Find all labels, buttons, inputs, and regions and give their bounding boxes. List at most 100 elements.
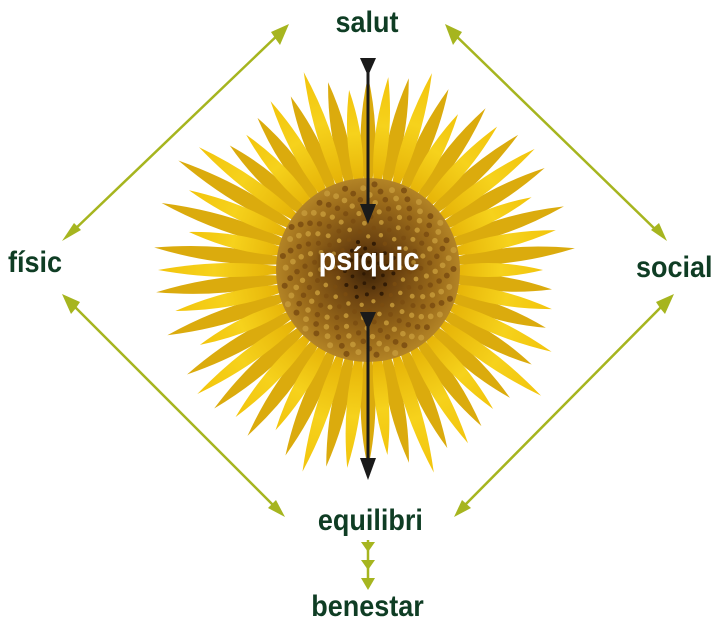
sunflower-seed bbox=[287, 275, 293, 281]
sunflower-seed bbox=[287, 236, 293, 242]
sunflower-seed bbox=[415, 324, 421, 330]
sunflower-seed bbox=[384, 346, 390, 352]
sunflower-seed bbox=[386, 206, 391, 211]
sunflower-seed bbox=[417, 218, 423, 224]
sunflower-seed bbox=[363, 281, 367, 285]
sunflower-seed bbox=[424, 324, 430, 330]
sunflower-seed bbox=[328, 305, 333, 310]
sunflower-seed bbox=[336, 229, 341, 234]
sunflower-seed bbox=[323, 283, 328, 288]
sunflower-seed bbox=[344, 283, 348, 287]
sunflower-seed bbox=[430, 292, 436, 298]
sunflower-seed bbox=[377, 209, 382, 214]
sunflower-seed bbox=[387, 228, 392, 233]
sunflower-seed bbox=[446, 284, 452, 290]
sunflower-seed bbox=[315, 312, 320, 317]
sunflower-seed bbox=[424, 232, 429, 237]
sunflower-seed bbox=[397, 318, 402, 323]
sunflower-seed bbox=[418, 335, 424, 341]
sunflower-seed bbox=[280, 253, 286, 259]
sunflower-seed bbox=[294, 310, 300, 316]
sunflower-seed bbox=[444, 273, 450, 279]
sunflower-seed bbox=[373, 352, 379, 358]
sunflower-seed bbox=[355, 295, 359, 299]
sunflower-seed bbox=[398, 291, 403, 296]
label-social: social bbox=[636, 253, 713, 283]
sunflower-seed bbox=[334, 315, 339, 320]
sunflower-seed bbox=[318, 303, 323, 308]
sunflower-seed bbox=[308, 251, 313, 256]
sunflower-seed bbox=[361, 339, 367, 345]
sunflower-seed bbox=[358, 229, 363, 234]
sunflower-seed bbox=[444, 237, 450, 243]
sunflower-seed bbox=[293, 285, 299, 291]
sunflower-seed bbox=[406, 322, 411, 327]
sunflower-seed bbox=[396, 205, 402, 211]
sunflower-seed bbox=[405, 225, 410, 230]
sunflower-seed bbox=[379, 233, 383, 237]
sunflower-seed bbox=[339, 343, 345, 349]
sunflower-seed bbox=[409, 333, 415, 339]
sunflower-seed bbox=[317, 200, 323, 206]
sunflower-seed bbox=[407, 215, 412, 220]
sunflower-seed bbox=[419, 314, 425, 320]
sunflower-seed bbox=[309, 299, 314, 304]
sunflower-seed bbox=[306, 241, 311, 246]
sunflower-seed bbox=[344, 324, 349, 329]
sunflower-seed bbox=[437, 220, 443, 226]
sunflower-seed bbox=[358, 197, 364, 203]
sunflower-seed bbox=[320, 211, 326, 217]
sunflower-seed bbox=[285, 301, 291, 307]
sunflower-seed bbox=[401, 342, 407, 348]
sunflower-seed bbox=[372, 286, 376, 290]
label-salut: salut bbox=[336, 8, 399, 38]
sunflower-seed bbox=[432, 269, 437, 274]
sunflower-seed bbox=[325, 333, 331, 339]
sunflower-seed bbox=[326, 202, 332, 208]
sunflower-seed bbox=[296, 233, 302, 239]
sunflower-seed bbox=[351, 219, 356, 224]
sunflower-seed bbox=[371, 181, 377, 187]
sunflower-seed bbox=[305, 307, 311, 313]
sunflower-seed bbox=[400, 331, 406, 337]
sunflower-seed bbox=[296, 301, 302, 307]
sunflower-seed bbox=[356, 330, 361, 335]
sunflower-seed bbox=[347, 228, 352, 233]
sunflower-seed bbox=[407, 285, 412, 290]
sunflower-seed bbox=[350, 342, 356, 348]
sunflower-seed bbox=[387, 216, 392, 221]
sunflower-seed bbox=[427, 260, 432, 265]
sunflower-seed bbox=[396, 225, 401, 230]
sunflower-seed bbox=[334, 325, 339, 330]
sunflower-seed bbox=[302, 264, 307, 269]
sunflower-seed bbox=[330, 214, 335, 219]
sunflower-seed bbox=[343, 292, 347, 296]
sunflower-seed bbox=[410, 294, 415, 299]
sunflower-seed bbox=[336, 334, 342, 340]
sunflower-seed bbox=[434, 254, 440, 260]
sunflower-seed bbox=[305, 231, 311, 237]
sunflower-seed bbox=[371, 299, 375, 303]
sunflower-seed bbox=[420, 294, 425, 299]
sunflower-seed bbox=[389, 293, 393, 297]
sunflower-seed bbox=[342, 186, 348, 192]
sunflower-seed bbox=[315, 290, 320, 295]
sunflower-seed bbox=[324, 314, 329, 319]
sunflower-seed bbox=[420, 254, 425, 259]
sunflower-seed bbox=[372, 226, 377, 231]
sunflower-seed bbox=[428, 282, 433, 287]
sunflower-seed bbox=[404, 196, 410, 202]
sunflower-seed bbox=[409, 313, 414, 318]
sunflower-seed bbox=[427, 246, 432, 251]
sunflower-seed bbox=[440, 246, 446, 252]
sunflower-seed bbox=[311, 210, 317, 216]
sunflower-seed bbox=[324, 190, 330, 196]
sunflower-seed bbox=[406, 206, 412, 212]
sunflower-seed bbox=[333, 285, 337, 289]
sunflower-seed bbox=[300, 278, 305, 283]
sunflower-seed bbox=[360, 303, 364, 307]
sunflower-seed bbox=[378, 189, 384, 195]
sunflower-seed bbox=[282, 283, 288, 289]
sunflower-seed bbox=[392, 327, 397, 332]
arrow-equilibri-to-benestar bbox=[361, 540, 375, 590]
